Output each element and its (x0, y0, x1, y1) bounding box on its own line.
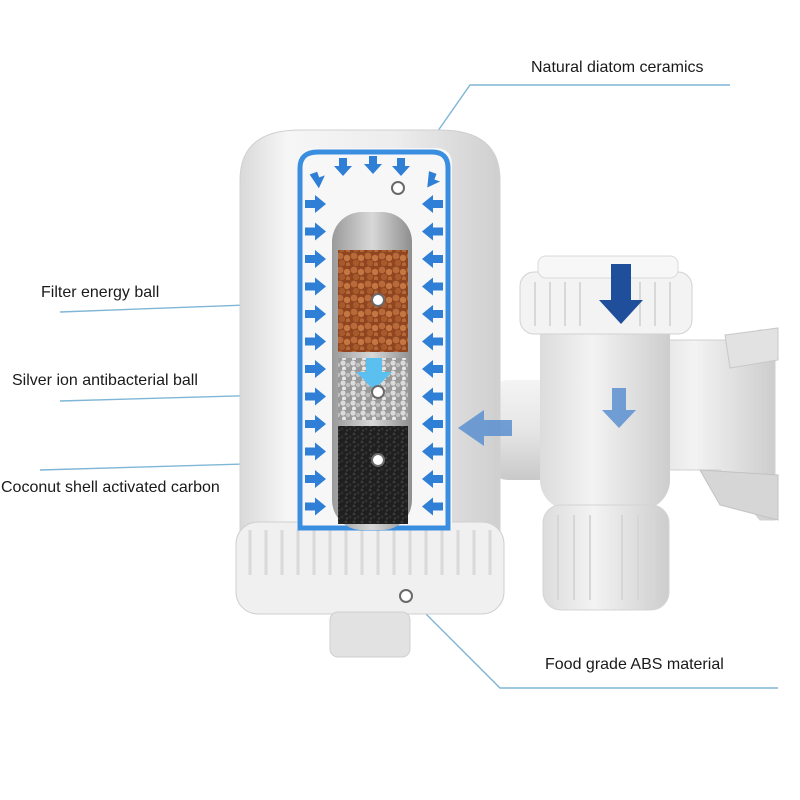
left-arrow-icon (422, 250, 443, 268)
left-arrow-icon (422, 332, 443, 351)
label-silver-ion-ball: Silver ion antibacterial ball (12, 372, 198, 389)
right-arrow-icon (305, 470, 326, 488)
right-arrow-icon (305, 332, 326, 351)
left-arrow-icon (422, 305, 443, 323)
faucet-adapter (488, 255, 779, 611)
label-natural-diatom-ceramics: Natural diatom ceramics (531, 59, 704, 76)
right-arrow-icon (305, 497, 326, 516)
left-arrow-icon (422, 442, 443, 461)
left-arrow-icon (458, 410, 512, 446)
right-arrow-icon (305, 195, 326, 213)
right-arrow-icon (305, 442, 326, 461)
right-arrow-icon (305, 277, 326, 296)
down-arrow-icon (309, 171, 325, 189)
circle-marker-icon (371, 293, 385, 307)
left-column-arrows (305, 195, 326, 516)
water-channel (297, 149, 451, 531)
right-arrow-icon (305, 415, 326, 433)
left-arrow-icon (422, 387, 443, 406)
left-arrow-icon (422, 222, 443, 241)
right-arrow-icon (305, 360, 326, 378)
down-arrow-icon (334, 158, 352, 176)
down-arrow-icon (392, 158, 410, 176)
component-markers (371, 181, 413, 603)
left-arrow-icon (422, 360, 443, 378)
label-food-grade-abs: Food grade ABS material (545, 656, 724, 673)
down-arrow-icon (602, 388, 636, 428)
right-arrow-icon (305, 250, 326, 268)
flow-arrows (309, 156, 441, 189)
down-arrow-icon (427, 171, 441, 188)
right-arrow-icon (305, 222, 326, 241)
right-column-arrows (422, 195, 443, 516)
label-coconut-carbon: Coconut shell activated carbon (1, 479, 220, 496)
down-arrow-icon (364, 156, 382, 174)
left-arrow-icon (422, 497, 443, 516)
left-arrow-icon (422, 195, 443, 213)
carbon-layer (338, 426, 408, 524)
right-arrow-icon (305, 305, 326, 323)
inlet-down-arrow-icon (599, 264, 643, 324)
circle-marker-icon (371, 453, 385, 467)
circle-marker-icon (399, 589, 413, 603)
left-arrow-icon (422, 470, 443, 488)
circle-marker-icon (371, 385, 385, 399)
left-arrow-icon (422, 415, 443, 433)
down-arrow-icon (356, 358, 392, 390)
leader-line-abs (409, 597, 778, 689)
circle-marker-icon (391, 181, 405, 195)
label-filter-energy-ball: Filter energy ball (41, 284, 160, 301)
right-arrow-icon (305, 387, 326, 406)
left-arrow-icon (422, 277, 443, 296)
